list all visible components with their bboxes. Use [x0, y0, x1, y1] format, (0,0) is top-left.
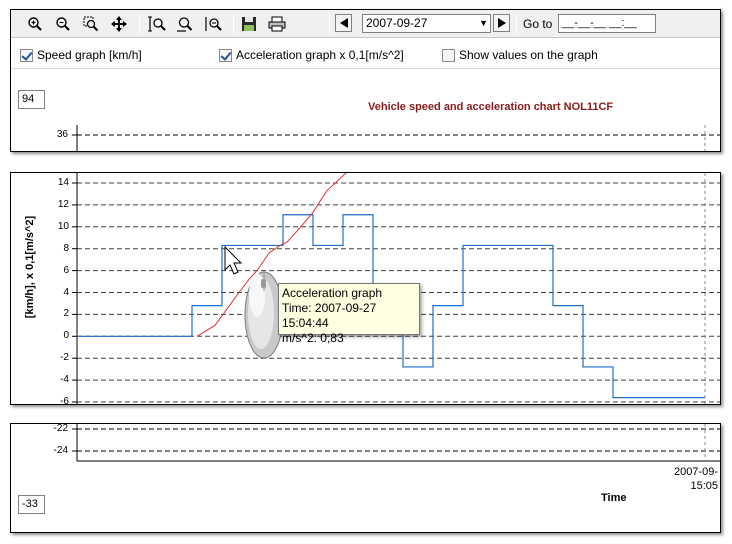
x-axis-label: Time: [601, 492, 627, 504]
y-tick-label: -6: [60, 396, 69, 405]
toolbar-separator: [233, 14, 234, 34]
vertical-zoom-in-icon[interactable]: [175, 14, 195, 34]
y-tick-label: 10: [57, 220, 69, 232]
show-values-label: Show values on the graph: [459, 48, 598, 62]
bottom-plot-area: [72, 424, 720, 462]
print-icon[interactable]: [267, 14, 287, 34]
arrow-left-icon: [339, 18, 348, 28]
toolbar-separator: [139, 14, 140, 34]
checkbox-checked-icon: [20, 48, 33, 62]
graph-options-bar: Speed graph [km/h] Acceleration graph x …: [11, 39, 720, 69]
vertical-zoom-out-icon[interactable]: [203, 14, 223, 34]
checkbox-checked-icon: [219, 48, 232, 62]
y-tick-label: 0: [63, 330, 69, 342]
zoom-out-icon[interactable]: [53, 14, 73, 34]
bottom-chart-panel: -22 -24 2007-09- 15:05 Time -33: [10, 423, 721, 533]
toolbar: 2007-09-27 ▼ Go to __-__-__ __:__: [11, 10, 720, 38]
top-plot-area: [72, 125, 720, 151]
mouse-hint-icon: [244, 271, 284, 359]
chevron-down-icon: ▼: [479, 18, 488, 28]
x-tick-label: 2007-09- 15:05: [674, 465, 718, 493]
next-day-button[interactable]: [493, 14, 510, 32]
y-tick-label: 14: [57, 177, 69, 188]
y-tick-label: 36: [56, 129, 68, 140]
date-select[interactable]: 2007-09-27 ▼: [362, 14, 491, 33]
goto-label: Go to: [523, 17, 553, 31]
tooltip-time: Time: 2007-09-27 15:04:44: [282, 301, 377, 330]
vertical-zoom-icon[interactable]: [147, 14, 167, 34]
main-plot-area: [72, 173, 720, 404]
x-tick-time: 15:05: [690, 480, 718, 492]
acceleration-graph-label: Acceleration graph x 0,1[m/s^2]: [236, 48, 404, 62]
pan-icon[interactable]: [109, 14, 129, 34]
zoom-in-icon[interactable]: [25, 14, 45, 34]
tooltip-value: m/s^2: 0,83: [282, 331, 344, 345]
speed-graph-label: Speed graph [km/h]: [37, 48, 142, 62]
checkbox-unchecked-icon: [442, 48, 455, 62]
y-max-input[interactable]: 94: [18, 90, 45, 109]
speed-graph-checkbox[interactable]: Speed graph [km/h]: [20, 48, 142, 62]
show-values-checkbox[interactable]: Show values on the graph: [442, 48, 598, 62]
y-tick-label: 4: [63, 286, 69, 298]
y-tick-label: 8: [63, 242, 69, 254]
y-tick-label: 2: [63, 308, 69, 320]
arrow-right-icon: [497, 18, 506, 28]
save-icon[interactable]: [239, 14, 259, 34]
y-tick-label: -22: [53, 423, 68, 434]
toolbar-separator: [329, 14, 330, 34]
zoom-window-icon[interactable]: [81, 14, 101, 34]
cursor-arrow-icon: [224, 245, 243, 275]
toolbar-separator: [516, 14, 517, 34]
y-tick-label: -4: [60, 374, 69, 386]
top-chart-panel: 2007-09-27 ▼ Go to __-__-__ __:__ Speed …: [10, 9, 721, 152]
y-min-input[interactable]: -33: [18, 495, 45, 514]
date-select-value: 2007-09-27: [366, 16, 428, 30]
y-tick-label: 12: [57, 198, 69, 210]
acceleration-tooltip: Acceleration graph Time: 2007-09-27 15:0…: [278, 283, 420, 345]
chart-title: Vehicle speed and acceleration chart NOL…: [368, 101, 614, 113]
y-tick-label: -24: [53, 445, 68, 456]
x-tick-date: 2007-09-: [673, 466, 718, 478]
previous-day-button[interactable]: [335, 14, 352, 32]
acceleration-graph-checkbox[interactable]: Acceleration graph x 0,1[m/s^2]: [219, 48, 404, 62]
acceleration-series-line: [196, 173, 347, 337]
goto-datetime-input[interactable]: __-__-__ __:__: [558, 14, 656, 33]
y-tick-label: 6: [63, 264, 69, 276]
tooltip-title: Acceleration graph: [282, 286, 383, 300]
y-tick-label: -2: [60, 352, 69, 364]
